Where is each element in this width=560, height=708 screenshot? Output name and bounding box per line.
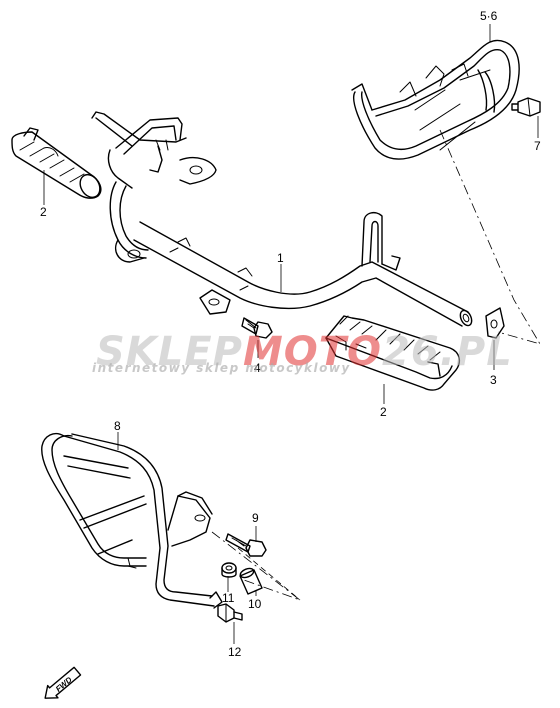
part-2-footpeg-right[interactable]: [325, 315, 461, 391]
part-7-bolt[interactable]: [511, 97, 541, 117]
watermark-tagline: internetowy sklep motocyklowy: [92, 361, 351, 375]
part-8-guard-bar[interactable]: [41, 432, 223, 609]
callout-8: 8: [114, 419, 121, 433]
callout-4: 4: [254, 361, 261, 375]
callout-12: 12: [228, 645, 242, 659]
callout-1: 1: [277, 251, 284, 265]
watermark-brand-part1: SKLEP: [96, 329, 243, 375]
part-11-nut[interactable]: [221, 562, 237, 578]
part-3-plate[interactable]: [485, 307, 505, 339]
fwd-arrow-icon: FWD: [44, 666, 82, 699]
callout-2-right: 2: [380, 405, 387, 419]
part-12-bolt[interactable]: [217, 603, 243, 623]
part-5-6-grab-bar[interactable]: [351, 39, 520, 160]
watermark-brand: SKLEPMOTO26.PL: [96, 332, 513, 372]
part-4-bolt[interactable]: [241, 317, 273, 339]
callout-3: 3: [490, 373, 497, 387]
part-1-frame[interactable]: [91, 111, 474, 327]
fwd-label: FWD: [54, 675, 74, 694]
callout-2-left: 2: [40, 205, 47, 219]
watermark-brand-part3: 26.PL: [382, 329, 513, 375]
assembly-dash-lines: [211, 129, 541, 601]
callout-11: 11: [222, 591, 235, 605]
callout-leaders: [43, 24, 539, 644]
callout-9: 9: [252, 511, 259, 525]
callout-7: 7: [534, 139, 541, 153]
callout-10: 10: [248, 597, 262, 611]
part-2-footpeg-left[interactable]: [11, 127, 104, 201]
part-9-bolt[interactable]: [225, 533, 267, 557]
callout-5-6: 5·6: [480, 9, 498, 23]
part-10-collar[interactable]: [239, 567, 263, 595]
watermark-brand-part2: MOTO: [242, 329, 383, 375]
